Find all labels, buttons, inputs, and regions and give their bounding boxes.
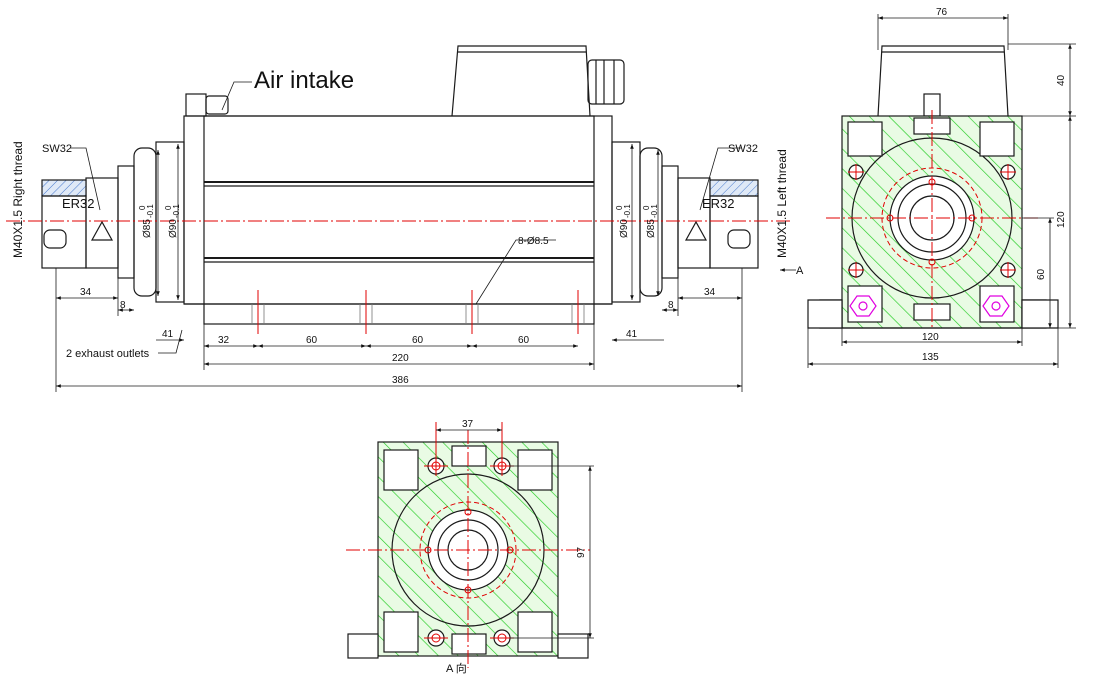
end-view xyxy=(807,45,1059,329)
dim-60-b: 60 xyxy=(412,335,424,346)
dim-8-right: 8 xyxy=(668,300,674,311)
view-label-a: A 向 xyxy=(446,661,467,675)
left-nut-hatched xyxy=(41,179,87,197)
tol-neg-2: -0.1 xyxy=(172,204,181,218)
dim-120-h: 120 xyxy=(1056,211,1067,228)
motor-housing xyxy=(203,115,595,325)
tol-zero-3: 0 xyxy=(615,205,624,210)
dim-60-a: 60 xyxy=(306,335,318,346)
tol-neg-4: -0.1 xyxy=(650,204,659,218)
end-terminal-box xyxy=(877,45,1009,117)
dim-120-w: 120 xyxy=(922,332,939,343)
thread-right-label: M40X1.5 Left thread xyxy=(775,149,789,258)
dim-97: 97 xyxy=(576,546,587,558)
magenta-nut-right xyxy=(982,295,1010,317)
side-dimensions xyxy=(55,81,796,392)
exhaust-label: 2 exhaust outlets xyxy=(66,348,150,360)
dim-220: 220 xyxy=(392,353,409,364)
end-centerlines xyxy=(826,110,1040,330)
dim-135: 135 xyxy=(922,352,939,363)
thread-left-label: M40X1.5 Right thread xyxy=(11,141,25,258)
sw-left-label: SW32 xyxy=(42,143,72,155)
dim-40: 40 xyxy=(1056,74,1067,86)
terminal-box xyxy=(451,45,591,117)
magenta-nut-left xyxy=(849,295,877,317)
dim-37: 37 xyxy=(462,419,474,430)
dim-60: 60 xyxy=(1036,268,1047,280)
tol-zero-2: 0 xyxy=(164,205,173,210)
dim-41-left: 41 xyxy=(162,329,174,340)
bottom-dimensions xyxy=(436,428,594,639)
d85-right: Ø85 xyxy=(646,219,657,238)
dim-76: 76 xyxy=(936,7,948,18)
side-view xyxy=(41,45,759,334)
air-intake-label: Air intake xyxy=(254,67,354,94)
d85-left: Ø85 xyxy=(142,219,153,238)
motor-body xyxy=(183,115,613,305)
dim-60-c: 60 xyxy=(518,335,530,346)
dim-34-right: 34 xyxy=(704,287,716,298)
dim-386: 386 xyxy=(392,375,409,386)
cable-gland xyxy=(587,59,625,105)
tol-neg-3: -0.1 xyxy=(623,204,632,218)
dim-34-left: 34 xyxy=(80,287,92,298)
right-nut-hatched xyxy=(709,179,759,197)
tol-zero-1: 0 xyxy=(138,205,147,210)
tol-neg-1: -0.1 xyxy=(146,204,155,218)
holes-label: 8-Ø8.5 xyxy=(518,236,549,247)
dim-32: 32 xyxy=(218,335,230,346)
sw-right-label: SW32 xyxy=(728,143,758,155)
bottom-centerlines xyxy=(346,422,590,668)
er-left-label: ER32 xyxy=(62,196,95,211)
air-fitting xyxy=(185,93,207,117)
dim-41-right: 41 xyxy=(626,329,638,340)
d90-right: Ø90 xyxy=(619,219,630,238)
d90-left: Ø90 xyxy=(168,219,179,238)
dim-8-left: 8 xyxy=(120,300,126,311)
er-right-label: ER32 xyxy=(702,196,735,211)
tol-zero-4: 0 xyxy=(642,205,651,210)
view-marker-a: A xyxy=(796,265,804,277)
end-dimensions xyxy=(807,14,1076,368)
